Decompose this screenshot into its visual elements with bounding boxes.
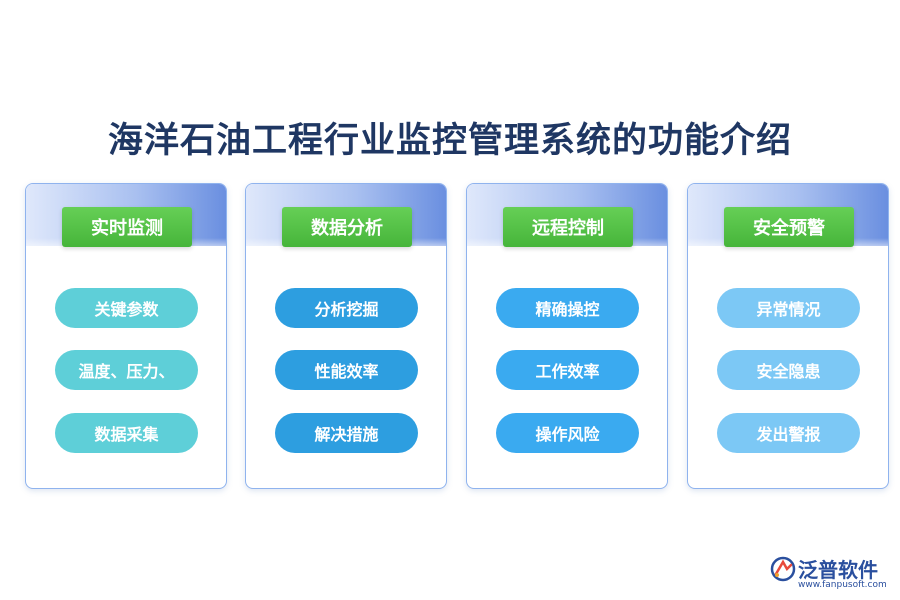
feature-pill: 关键参数 <box>55 288 198 328</box>
feature-pill: 分析挖掘 <box>275 288 418 328</box>
card-heading: 远程控制 <box>503 207 633 247</box>
feature-pill: 工作效率 <box>496 350 639 390</box>
card-heading: 数据分析 <box>282 207 412 247</box>
feature-pill: 性能效率 <box>275 350 418 390</box>
card-heading: 实时监测 <box>62 207 192 247</box>
brand-logo: 泛普软件 www.fanpusoft.com <box>770 554 890 594</box>
card-data-analysis: 数据分析 分析挖掘 性能效率 解决措施 <box>245 183 447 489</box>
card-safety-warning: 安全预警 异常情况 安全隐患 发出警报 <box>687 183 889 489</box>
feature-pill: 安全隐患 <box>717 350 860 390</box>
brand-name: 泛普软件 <box>798 558 878 582</box>
brand-logo-icon <box>770 556 796 582</box>
feature-pill: 操作风险 <box>496 413 639 453</box>
feature-pill: 解决措施 <box>275 413 418 453</box>
feature-pill: 发出警报 <box>717 413 860 453</box>
feature-pill: 数据采集 <box>55 413 198 453</box>
page-title: 海洋石油工程行业监控管理系统的功能介绍 <box>107 121 792 161</box>
feature-pill: 异常情况 <box>717 288 860 328</box>
card-realtime-monitoring: 实时监测 关键参数 温度、压力、 数据采集 <box>25 183 227 489</box>
feature-pill: 温度、压力、 <box>55 350 198 390</box>
card-heading: 安全预警 <box>724 207 854 247</box>
brand-url[interactable]: www.fanpusoft.com <box>798 580 887 590</box>
card-remote-control: 远程控制 精确操控 工作效率 操作风险 <box>466 183 668 489</box>
feature-pill: 精确操控 <box>496 288 639 328</box>
